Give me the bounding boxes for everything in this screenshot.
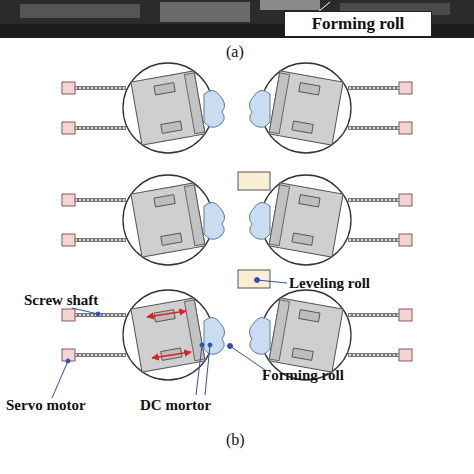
- part-label: Servo motor: [6, 398, 86, 413]
- panel-caption: (a): [226, 44, 244, 60]
- part-label: Leveling roll: [289, 276, 370, 291]
- part-label: Screw shaft: [24, 293, 98, 308]
- callout-box: Forming roll: [284, 11, 432, 37]
- motion-arrows: [147, 311, 191, 358]
- part-label: Forming roll: [262, 368, 344, 383]
- callout-text: Forming roll: [312, 14, 405, 34]
- leveling-roll: [238, 270, 270, 288]
- panel-caption: (b): [226, 432, 245, 448]
- photo-strip: [0, 0, 474, 38]
- part-label: DC mortor: [140, 398, 211, 413]
- leveling-roll: [238, 172, 270, 190]
